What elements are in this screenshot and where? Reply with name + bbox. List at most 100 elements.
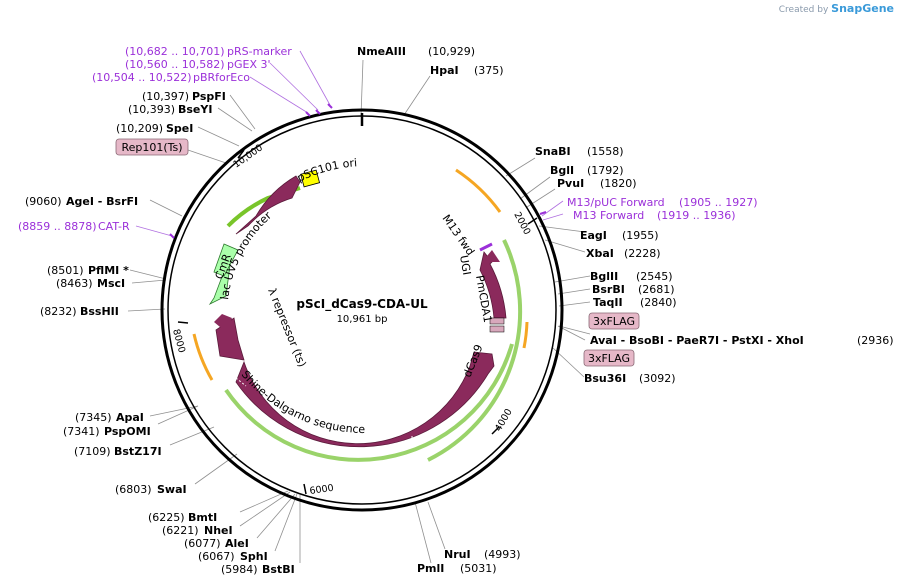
enzyme-name-4[interactable]: PvuI: [557, 177, 584, 190]
enzyme-pos-11: (3092): [639, 372, 676, 385]
primer-name-2[interactable]: pBRforEco: [193, 71, 250, 84]
enzyme-name-22[interactable]: ApaI: [116, 411, 144, 424]
enzyme-name-10[interactable]: AvaI - BsoBI - PaeR7I - PstXI - XhoI: [590, 334, 804, 347]
flag-box-2[interactable]: [489, 325, 505, 333]
enzyme-pos-9: (2840): [640, 296, 677, 309]
ugi-arrowhead[interactable]: [482, 250, 500, 262]
enzyme-pos-18: (6225): [148, 511, 185, 524]
enzyme-pos-8: (2681): [638, 283, 675, 296]
promoter-arc-right[interactable]: [427, 239, 523, 462]
enzyme-name-7[interactable]: BglII: [590, 270, 618, 283]
enzyme-pos-6: (2228): [624, 247, 661, 260]
enzyme-pos-5: (1955): [622, 229, 659, 242]
enzyme-name-8[interactable]: BsrBI: [592, 283, 625, 296]
plasmid-name: pScI_dCas9-CDA-UL: [296, 297, 428, 312]
enzyme-name-17[interactable]: NheI: [204, 524, 233, 537]
enzyme-name-21[interactable]: PspOMI: [104, 425, 151, 438]
enzyme-name-16[interactable]: AleI: [225, 537, 249, 550]
enzyme-name-19[interactable]: SwaI: [157, 483, 187, 496]
enzyme-pos-25: (8501): [47, 264, 84, 277]
3xflag-label-1[interactable]: 3xFLAG: [593, 315, 635, 328]
enzyme-pos-13: (5031): [460, 562, 497, 575]
cmr-arrow[interactable]: [208, 249, 233, 306]
promoter-arc-bottom[interactable]: [224, 343, 514, 462]
enzyme-name-13[interactable]: PmlI: [417, 562, 444, 575]
watermark: Created by SnapGene: [779, 2, 894, 15]
primer-name-1[interactable]: pGEX 3': [227, 58, 271, 71]
enzyme-pos-21: (7341): [63, 425, 100, 438]
enzyme-name-18[interactable]: BmtI: [188, 511, 217, 524]
orf-arc-top-right[interactable]: [455, 168, 502, 213]
enzyme-name-5[interactable]: EagI: [580, 229, 607, 242]
enzyme-pos-2: (1558): [587, 145, 624, 158]
enzyme-pos-4: (1820): [600, 177, 637, 190]
enzyme-name-14[interactable]: BstBI: [262, 563, 295, 576]
rep101-label[interactable]: Rep101(Ts): [121, 141, 182, 154]
enzyme-name-24[interactable]: MscI: [97, 277, 125, 290]
enzyme-pos-16: (6077): [184, 537, 221, 550]
enzyme-pos-23: (8232): [40, 305, 77, 318]
feature-label-ugi[interactable]: UGI: [457, 254, 473, 276]
3xflag-label-2[interactable]: 3xFLAG: [588, 352, 630, 365]
primer-name-0[interactable]: pRS-marker: [227, 45, 292, 58]
enzyme-name-20[interactable]: BstZ17I: [114, 445, 162, 458]
enzyme-pos-28: (10,393): [128, 103, 175, 116]
primer-range-2: (10,504 .. 10,522): [92, 71, 192, 84]
enzyme-pos-14: (5984): [221, 563, 258, 576]
primer-range-0: (10,682 .. 10,701): [125, 45, 225, 58]
enzyme-pos-0: (10,929): [428, 45, 475, 58]
enzyme-name-15[interactable]: SphI: [240, 550, 268, 563]
enzyme-pos-20: (7109): [74, 445, 111, 458]
rep101-box[interactable]: [115, 138, 189, 156]
primer-name-4[interactable]: M13 Forward: [573, 209, 644, 222]
enzyme-name-27[interactable]: SpeI: [166, 122, 193, 135]
enzyme-pos-22: (7345): [75, 411, 112, 424]
dcas9-arrow[interactable]: [235, 351, 495, 448]
orf-arc-right[interactable]: [522, 321, 529, 349]
tick-label-4000: 4000: [493, 407, 515, 433]
backbone-outer-ring: [160, 108, 564, 512]
enzyme-name-2[interactable]: SnaBI: [535, 145, 571, 158]
primer-name-3[interactable]: M13/pUC Forward: [567, 196, 665, 209]
m13-fwd-primer[interactable]: [479, 242, 493, 252]
enzyme-pos-27: (10,209): [116, 122, 163, 135]
enzyme-pos-10: (2936): [857, 334, 894, 347]
feature-label-m13-fwd[interactable]: M13 fwd: [440, 212, 477, 258]
enzyme-pos-1: (375): [474, 64, 504, 77]
3xflag-box-2[interactable]: [583, 349, 635, 367]
enzyme-pos-17: (6221): [162, 524, 199, 537]
tick-label-6000: 6000: [309, 483, 334, 497]
enzyme-pos-19: (6803): [115, 483, 152, 496]
enzyme-name-28[interactable]: BseYI: [178, 103, 212, 116]
enzyme-name-23[interactable]: BssHII: [80, 305, 119, 318]
ori-marker[interactable]: [300, 169, 321, 188]
enzyme-name-9[interactable]: TaqII: [593, 296, 623, 309]
primer-name-5[interactable]: CAT-R: [98, 220, 130, 233]
enzyme-name-1[interactable]: HpaI: [430, 64, 459, 77]
primer-range-3: (1905 .. 1927): [679, 196, 758, 209]
enzyme-pos-26: (9060): [25, 195, 62, 208]
watermark-prefix: Created by: [778, 5, 829, 15]
primer-range-1: (10,560 .. 10,582): [125, 58, 225, 71]
enzyme-name-26[interactable]: AgeI - BsrFI: [66, 195, 138, 208]
orf-arc-left[interactable]: [192, 333, 214, 381]
flag-box-1[interactable]: [489, 317, 505, 325]
enzyme-name-0[interactable]: NmeAIII: [357, 45, 406, 58]
enzyme-pos-12: (4993): [484, 548, 521, 561]
3xflag-box-1[interactable]: [588, 312, 640, 330]
enzyme-name-12[interactable]: NruI: [444, 548, 471, 561]
enzyme-name-6[interactable]: XbaI: [586, 247, 614, 260]
enzyme-pos-3: (1792): [587, 164, 624, 177]
enzyme-name-3[interactable]: BglI: [550, 164, 574, 177]
primer-range-5: (8859 .. 8878): [18, 220, 97, 233]
feature-label-psc101-ori[interactable]: pSC101 ori: [295, 156, 358, 184]
pmcda1-arrow[interactable]: [479, 251, 507, 319]
enzyme-name-25[interactable]: PflMI *: [88, 264, 129, 277]
enzyme-name-29[interactable]: PspFI: [192, 90, 226, 103]
enzyme-name-11[interactable]: Bsu36I: [584, 372, 626, 385]
plasmid-length: 10,961 bp: [337, 314, 388, 325]
psc101-ori-arrow[interactable]: [235, 175, 301, 235]
lac-uv5-promoter-arc[interactable]: [226, 186, 301, 228]
snapgene-logo[interactable]: SnapGene: [831, 2, 894, 15]
